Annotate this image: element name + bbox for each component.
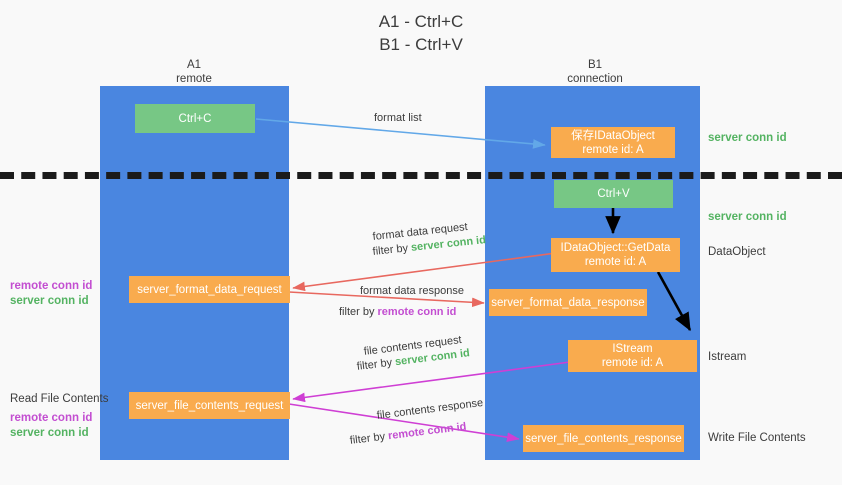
page-title-line1: A1 - Ctrl+C [378,12,464,31]
filter-prefix: filter by [372,241,412,258]
filter-prefix: filter by [349,430,389,447]
box-ctrl-c-label: Ctrl+C [178,112,212,125]
box-idataobject-line2: remote id: A [582,143,644,156]
box-idataobject-line1: 保存IDataObject [571,129,655,142]
box-getdata-line1: IDataObject::GetData [560,242,671,254]
box-istream[interactable]: IStream remote id: A [568,340,697,372]
box-server-format-data-request-label: server_format_data_request [137,283,282,296]
phase-divider [0,172,842,179]
box-ctrl-v[interactable]: Ctrl+V [554,180,673,208]
panel-header-a1: A1 remote [134,58,254,86]
label-server-conn-id-1: server conn id [10,295,89,307]
arrow-file-contents-response [288,403,520,442]
panel-a1-sub: remote [176,73,212,85]
box-server-file-contents-request[interactable]: server_file_contents_request [129,392,290,419]
box-server-format-data-request[interactable]: server_format_data_request [129,276,290,303]
arrow-getdata-to-istream [656,271,692,332]
edge-label-format-list: format list [374,112,422,124]
box-server-file-contents-response[interactable]: server_file_contents_response [523,425,684,452]
panel-b1-sub: connection [567,73,623,85]
filter-prefix: filter by [356,356,396,373]
edge-label-format-data-response: format data response [360,285,464,297]
arrow-format-list [255,118,546,149]
label-read-file-contents: Read File Contents [10,393,109,405]
box-istream-line2: remote id: A [601,357,664,369]
page-title-line2: B1 - Ctrl+V [379,35,463,54]
label-write-file-contents: Write File Contents [708,432,806,444]
arrow-file-contents-request [292,361,571,403]
box-istream-line1: IStream [612,343,653,355]
panel-b1-name: B1 [587,59,603,71]
panel-a1-name: A1 [186,59,202,71]
box-server-file-contents-response-label: server_file_contents_response [525,432,682,445]
box-server-format-data-response-label: server_format_data_response [491,296,645,309]
label-dataobject: DataObject [708,246,766,258]
panel-header-b1: B1 connection [535,58,655,86]
edge-label-format-data-response-filter: filter by remote conn id [339,305,456,320]
box-server-file-contents-request-label: server_file_contents_request [135,399,284,412]
page-title: A1 - Ctrl+C B1 - Ctrl+V [321,10,521,56]
label-server-conn-id-mid: server conn id [708,211,787,223]
filter-prefix: filter by [339,306,378,318]
label-server-conn-id-top: server conn id [708,132,787,144]
arrow-format-data-response [288,291,485,308]
box-server-format-data-response[interactable]: server_format_data_response [489,289,647,316]
box-ctrl-v-label: Ctrl+V [597,188,630,200]
box-idataobject[interactable]: 保存IDataObject remote id: A [551,127,675,158]
label-istream: Istream [708,351,747,363]
label-remote-conn-id-1: remote conn id [10,280,93,292]
box-idataobject-getdata[interactable]: IDataObject::GetData remote id: A [551,238,680,272]
box-getdata-line2: remote id: A [584,256,647,268]
label-remote-conn-id-2: remote conn id [10,412,93,424]
filter-value-remote-conn-id: remote conn id [377,306,457,318]
arrow-format-data-request [292,252,557,292]
label-server-conn-id-2: server conn id [10,427,89,439]
box-ctrl-c[interactable]: Ctrl+C [135,104,255,133]
